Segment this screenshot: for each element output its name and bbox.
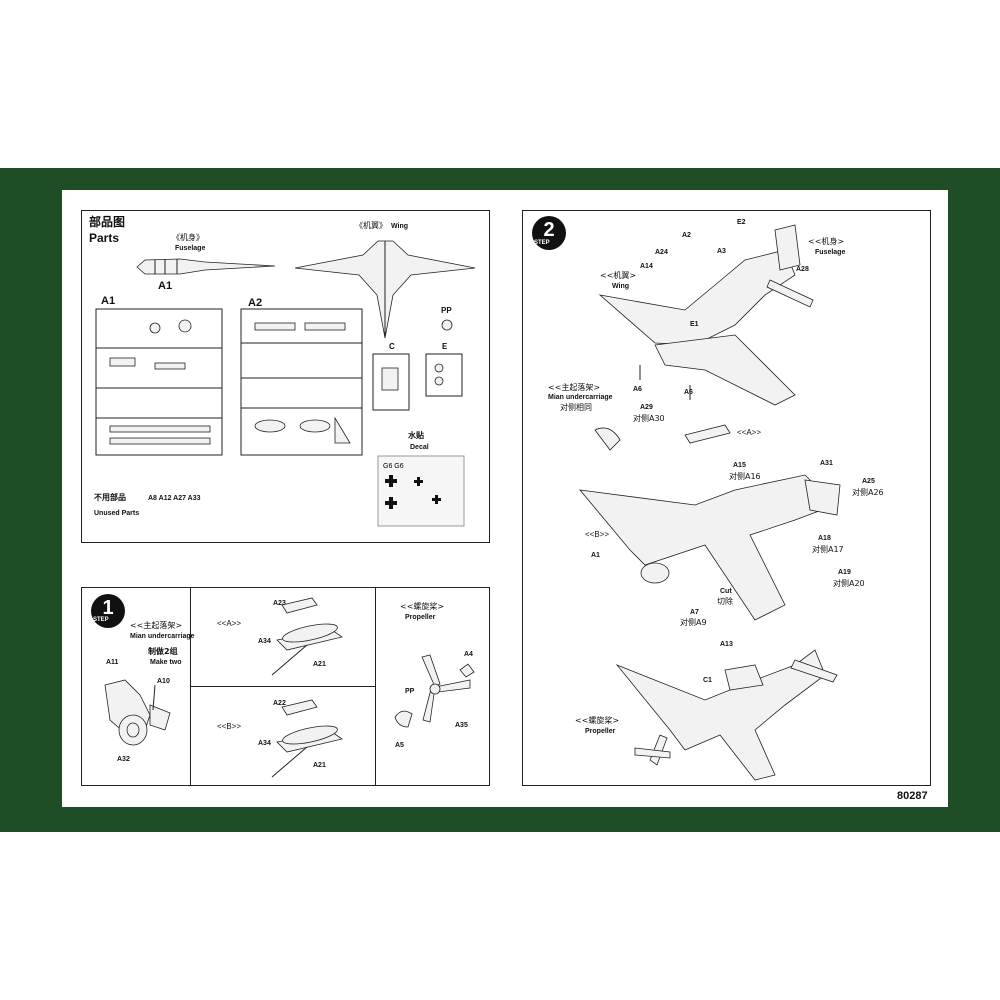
decal-sheet: G6 G6 bbox=[377, 455, 465, 527]
s2-a17: 对侧A17 bbox=[812, 545, 844, 554]
s2-a6b: A6 bbox=[684, 389, 693, 396]
decal-label-en: Decal bbox=[410, 444, 429, 451]
s2-uc-opp: 对侧相同 bbox=[560, 403, 592, 412]
s2-a31: A31 bbox=[820, 460, 833, 467]
s2-a6a: A6 bbox=[633, 386, 642, 393]
undercarriage-drawing bbox=[104, 679, 171, 746]
s2-wing-en: Wing bbox=[612, 283, 630, 290]
s2-a16: 对侧A16 bbox=[729, 472, 761, 481]
sub-a-title: <<A>> bbox=[217, 619, 242, 628]
step2-badge: 2 bbox=[532, 216, 566, 250]
propeller-drawing bbox=[394, 654, 475, 728]
prop-title-cn: <<螺旋桨> bbox=[400, 602, 445, 611]
pp-part bbox=[441, 319, 453, 331]
fuselage-code: A1 bbox=[158, 280, 173, 292]
step1-a11: A11 bbox=[106, 659, 119, 666]
step2-middle-drawing bbox=[579, 424, 841, 621]
sub-a-a21: A21 bbox=[313, 661, 326, 668]
step1-a10: A10 bbox=[157, 678, 170, 685]
e-label: E bbox=[442, 342, 448, 351]
s2-a26: 对侧A26 bbox=[852, 488, 884, 497]
svg-text:G6 G6: G6 G6 bbox=[383, 463, 404, 470]
step1-make-cn: 制做2组 bbox=[148, 647, 178, 656]
step1-title-en: Mian undercarriage bbox=[130, 633, 195, 640]
step1-badge: 1 bbox=[91, 594, 125, 628]
s2-prop-en: Propeller bbox=[585, 728, 616, 735]
s2-fuselage-en: Fuselage bbox=[815, 249, 846, 256]
sprue-a1 bbox=[95, 308, 223, 456]
sprue-e bbox=[425, 353, 463, 397]
unused-label-cn: 不用部品 bbox=[94, 493, 126, 502]
wing-label-cn: 《机翼》 bbox=[355, 221, 387, 230]
s2-a20: 对侧A20 bbox=[833, 579, 865, 588]
pp-label: PP bbox=[441, 306, 452, 315]
step2-upper-drawing bbox=[598, 224, 814, 406]
s2-e2: E2 bbox=[737, 219, 746, 226]
wing-label-en: Wing bbox=[391, 223, 409, 230]
step1-hline bbox=[190, 686, 376, 687]
s2-a14: A14 bbox=[640, 263, 653, 270]
decal-label-cn: 水贴 bbox=[408, 431, 424, 440]
sprue-a1-label: A1 bbox=[101, 295, 116, 307]
fuselage-label-en: Fuselage bbox=[175, 245, 206, 252]
sub-b-drawing bbox=[271, 699, 343, 778]
unused-label-en: Unused Parts bbox=[94, 510, 140, 517]
s2-a15: A15 bbox=[733, 462, 746, 469]
sprue-a2 bbox=[240, 308, 363, 456]
s2-c1: C1 bbox=[703, 677, 712, 684]
sub-b-a22: A22 bbox=[273, 700, 286, 707]
wing-drawing bbox=[294, 240, 476, 339]
s2-uc-cn: <<主起落架> bbox=[548, 383, 601, 392]
s2-cut-cn: 切除 bbox=[717, 597, 733, 606]
prop-a4: A4 bbox=[464, 651, 473, 658]
page-code: 80287 bbox=[897, 790, 928, 802]
sub-a-a34: A34 bbox=[258, 638, 271, 645]
step1-a32: A32 bbox=[117, 756, 130, 763]
s2-uc-en: Mian undercarriage bbox=[548, 394, 613, 401]
sub-b-a34: A34 bbox=[258, 740, 271, 747]
s2-a7: A7 bbox=[690, 609, 699, 616]
s2-fuselage-cn: <<机身> bbox=[808, 237, 845, 246]
fuselage-label-cn: 《机身》 bbox=[172, 233, 204, 242]
prop-pp: PP bbox=[405, 688, 415, 695]
s2-a25: A25 bbox=[862, 478, 875, 485]
s2-a29: A29 bbox=[640, 404, 653, 411]
sprue-a2-label: A2 bbox=[248, 297, 263, 309]
prop-a35: A35 bbox=[455, 722, 468, 729]
sub-b-a21: A21 bbox=[313, 762, 326, 769]
s2-a24: A24 bbox=[655, 249, 668, 256]
prop-a5: A5 bbox=[395, 742, 404, 749]
s2-e1: E1 bbox=[690, 321, 699, 328]
s2-sub-a: <<A>> bbox=[737, 428, 762, 437]
sub-a-drawing bbox=[271, 597, 343, 676]
step2-lower-drawing bbox=[615, 649, 838, 781]
s2-a2: A2 bbox=[682, 232, 691, 239]
s2-a13: A13 bbox=[720, 641, 733, 648]
step1-title-cn: <<主起落架> bbox=[130, 621, 183, 630]
s2-a30: 对侧A30 bbox=[633, 414, 665, 423]
step1-make-en: Make two bbox=[150, 659, 182, 666]
sprue-c bbox=[372, 353, 410, 411]
s2-prop-cn: <<螺旋桨> bbox=[575, 716, 620, 725]
unused-codes: A8 A12 A27 A33 bbox=[148, 495, 201, 502]
s2-a19: A19 bbox=[838, 569, 851, 576]
s2-a1: A1 bbox=[591, 552, 600, 559]
c-label: C bbox=[389, 342, 395, 351]
s2-wing-cn: <<机翼> bbox=[600, 271, 637, 280]
s2-cut-en: Cut bbox=[720, 588, 732, 595]
s2-a3: A3 bbox=[717, 248, 726, 255]
step2-step-label: STEP bbox=[534, 240, 550, 246]
s2-a9: 对侧A9 bbox=[680, 618, 707, 627]
fuselage-drawing bbox=[136, 258, 276, 275]
sub-a-a23: A23 bbox=[273, 600, 286, 607]
s2-sub-b: <<B>> bbox=[585, 530, 610, 539]
step1-step-label: STEP bbox=[93, 617, 109, 623]
parts-title-en: Parts bbox=[89, 231, 120, 245]
sub-b-title: <<B>> bbox=[217, 722, 242, 731]
s2-a18: A18 bbox=[818, 535, 831, 542]
s2-a28: A28 bbox=[796, 266, 809, 273]
parts-title-cn: 部品图 bbox=[89, 215, 126, 229]
prop-title-en: Propeller bbox=[405, 614, 436, 621]
